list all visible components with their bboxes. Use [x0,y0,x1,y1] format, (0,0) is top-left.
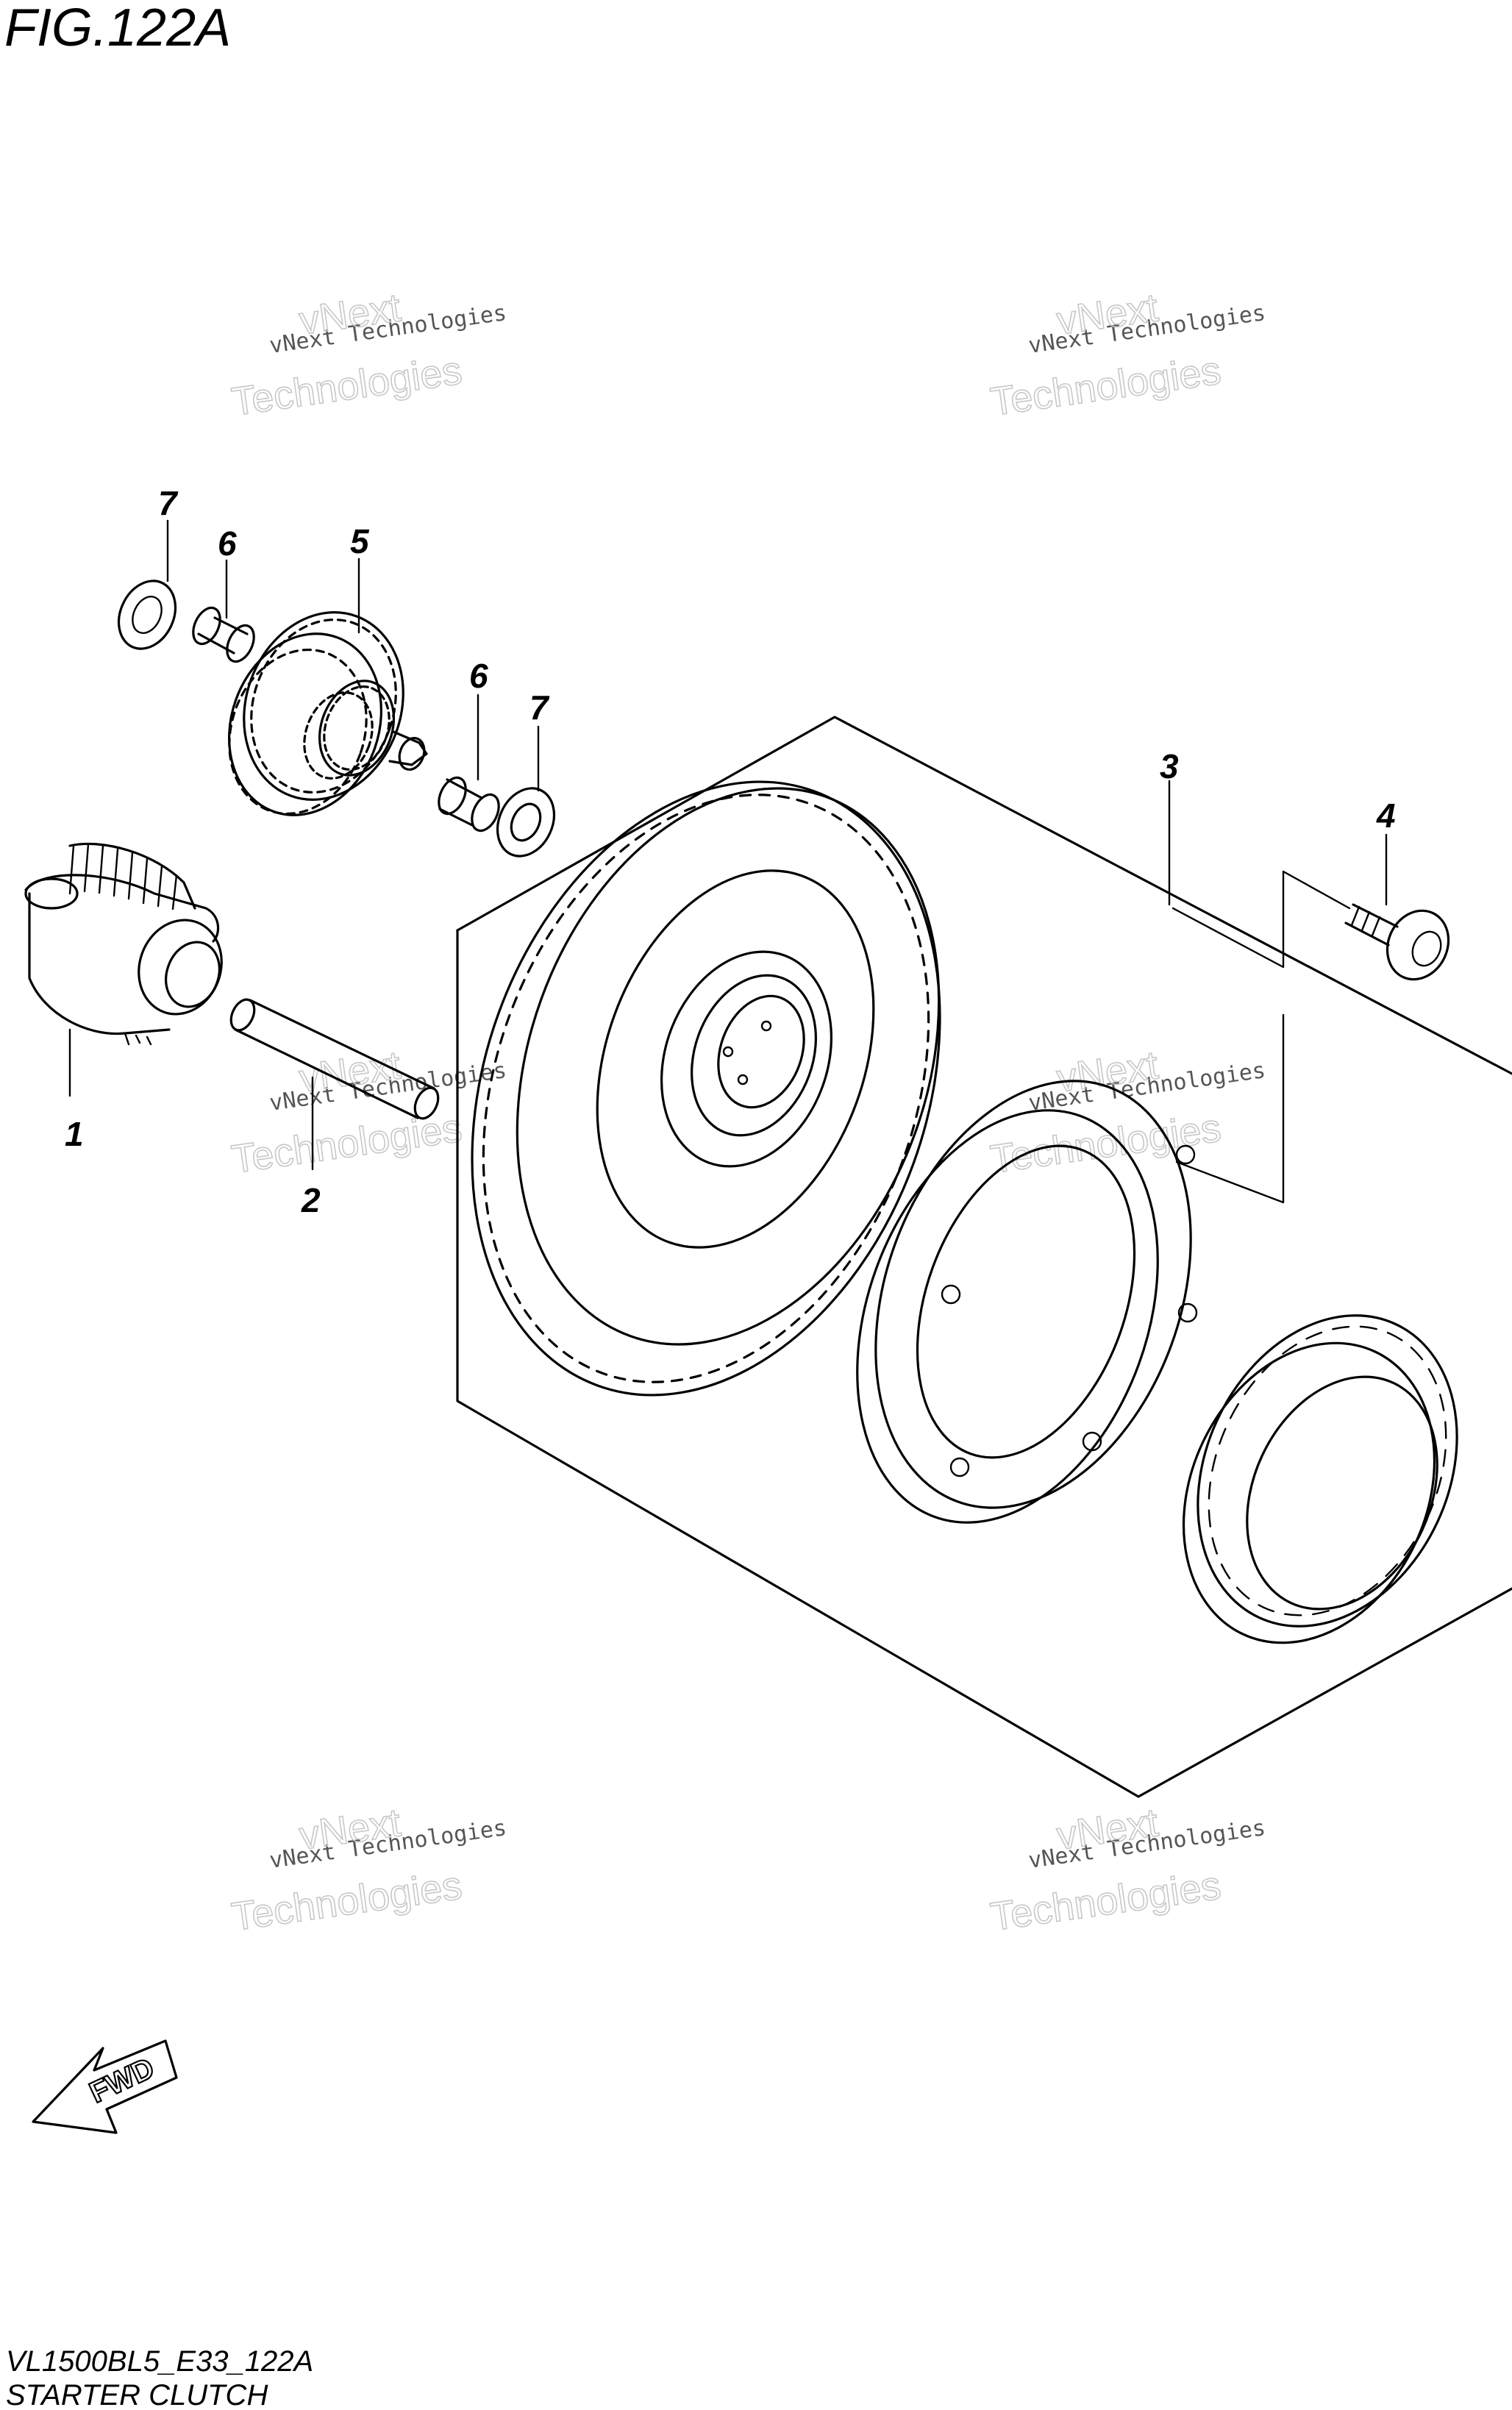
clutch-housing-ring [856,1080,1198,1524]
bushing-6-upper [192,606,255,663]
callout-6-upper: 6 [218,524,237,563]
callout-7-lower: 7 [529,688,550,727]
watermark-bottom-left: vNext Technologies vNext Technologies [229,1800,509,1939]
washer-7-upper [117,580,177,650]
figure-caption: STARTER CLUTCH [6,2379,268,2410]
callout-1: 1 [65,1115,84,1153]
callout-4: 4 [1376,796,1396,835]
svg-text:Technologies: Technologies [988,1864,1224,1939]
callout-7-upper: 7 [158,484,179,522]
fwd-label: FWD [85,2052,159,2109]
one-way-clutch-cage [1182,1314,1458,1644]
leader-lines [68,519,1388,1171]
watermark-top-right: vNext Technologies vNext Technologies [988,285,1268,424]
svg-text:Technologies: Technologies [229,1864,465,1939]
watermark-bottom-right: vNext Technologies vNext Technologies [988,1800,1268,1939]
washer-7-lower [496,787,556,858]
callout-2: 2 [301,1181,321,1219]
assembly-outline-3 [456,716,1512,1798]
callout-6-lower: 6 [469,657,488,695]
idle-gear-5 [228,611,428,816]
idler-boss-1 [24,842,223,1046]
watermark-top-left: vNext Technologies vNext Technologies [229,285,509,424]
svg-text:Technologies: Technologies [229,349,465,424]
callout-5: 5 [350,522,370,560]
bolt-4 [1344,903,1450,981]
figure-title: FIG.122A [4,0,231,57]
fwd-arrow-icon: FWD [32,2039,178,2134]
svg-text:Technologies: Technologies [988,349,1224,424]
figure-code: VL1500BL5_E33_122A [6,2345,313,2378]
watermark-middle-left: vNext Technologies vNext Technologies [229,1042,509,1182]
svg-text:Technologies: Technologies [988,1106,1224,1182]
idler-shaft-2 [229,998,440,1120]
callout-3: 3 [1160,747,1179,785]
bushing-6-lower [438,776,500,833]
starter-clutch-gear [471,780,941,1397]
